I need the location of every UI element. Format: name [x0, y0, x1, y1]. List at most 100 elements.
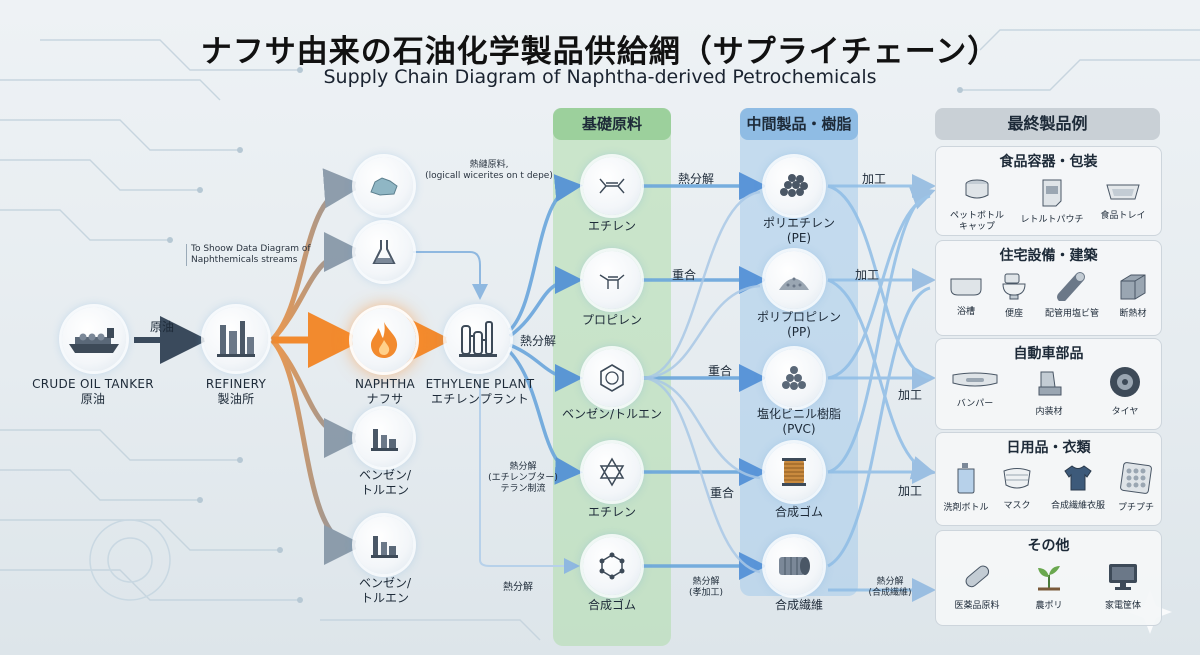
- rock-icon: [370, 177, 398, 196]
- final-item-label: マスク: [1003, 501, 1031, 511]
- raw-node-2: [583, 251, 641, 309]
- mid-label-4: 合成ゴム: [774, 505, 823, 519]
- ethylene-plant-label: ETHYLENE PLANT エチレンプラント: [415, 377, 545, 407]
- refinery-label-ja: 製油所: [217, 392, 255, 406]
- bathtub-icon: [950, 278, 982, 296]
- tray-icon: [1106, 184, 1140, 200]
- final-card-other: その他 医薬品原料 農ポリ 家電筐体: [935, 530, 1162, 626]
- rubber-spool-icon: [782, 458, 806, 486]
- bumper-icon: [952, 372, 998, 387]
- bottle-cap-icon: [965, 179, 989, 199]
- final-card-daily: 日用品・衣類 洗剤ボトル マスク 合成繊維衣服 プチプチ: [935, 432, 1162, 526]
- crack-mid-label: 熱分解 (孝加工): [688, 577, 724, 598]
- final-item: ペットボトル キャップ: [946, 177, 1008, 233]
- refinery-label: REFINERY 製油所: [176, 377, 296, 407]
- mid-node-3: [765, 349, 823, 407]
- tanker-label-ja: 原油: [80, 392, 106, 406]
- final-item: 農ポリ: [1018, 559, 1080, 612]
- raw-label-3: ベンゼン/トルエン: [561, 407, 663, 421]
- final-item-label: 浴槽: [956, 307, 975, 317]
- pipe-icon: [1057, 272, 1085, 302]
- benzene-ring-icon: [600, 364, 624, 392]
- final-card-housing: 住宅設備・建築 浴槽 便座 配管用塩ビ管 断熱材: [935, 240, 1162, 336]
- tanker-node: [62, 307, 126, 371]
- tanker-label: CRUDE OIL TANKER 原油: [18, 377, 168, 407]
- proc2-label: 加工: [855, 268, 880, 282]
- flask-icon: [372, 240, 396, 264]
- final-item-label: 配管用塩ビ管: [1044, 309, 1099, 319]
- insulation-icon: [1120, 274, 1146, 300]
- final-item-label: 洗剤ボトル: [943, 503, 989, 513]
- capsule-icon: [965, 565, 990, 588]
- proc1-label: 加工: [862, 172, 887, 186]
- final-item-label: 便座: [1004, 309, 1023, 319]
- page-title: ナフサ由来の石油化学製品供給網（サプライチェーン）: [200, 34, 1000, 70]
- final-item-label: タイヤ: [1111, 407, 1139, 417]
- raw-label-1: エチレン: [587, 219, 636, 233]
- proc5-label: 熱分解 (合成繊維): [868, 577, 912, 598]
- refinery-label-en: REFINERY: [205, 377, 267, 391]
- raw-materials-header: 基礎原料: [553, 108, 671, 140]
- final-item: タイヤ: [1094, 365, 1156, 418]
- tire-icon: [1110, 367, 1140, 397]
- mid-label-3: 塩化ビニル樹脂 (PVC): [756, 407, 841, 436]
- final-item-label: レトルトパウチ: [1020, 215, 1084, 225]
- final-item-label: 断熱材: [1119, 309, 1147, 319]
- ethylene-formula-icon: [599, 178, 625, 194]
- factory-icon: [371, 429, 398, 451]
- final-item: 配管用塩ビ管: [1036, 271, 1108, 320]
- branch-benzene-node-1: [355, 409, 413, 467]
- naphtha-label-en: NAPHTHA: [354, 377, 416, 391]
- final-item: 浴槽: [940, 271, 992, 318]
- final-products-header: 最終製品例: [935, 108, 1160, 140]
- tanker-icon: [69, 328, 119, 353]
- flame-icon: [371, 322, 398, 358]
- molecule-icon: [599, 552, 625, 580]
- powder-icon: [779, 277, 809, 290]
- final-card-title: 食品容器・包装: [999, 154, 1098, 170]
- proc3-label: 加工: [898, 388, 923, 402]
- page-subtitle: Supply Chain Diagram of Naphtha-derived …: [323, 66, 877, 88]
- raw-node-5: [583, 537, 641, 595]
- final-item: 医薬品原料: [944, 559, 1010, 612]
- final-card-food: 食品容器・包装 ペットボトル キャップ レトルトパウチ 食品トレイ: [935, 146, 1162, 236]
- ethylene-plant-node: [446, 307, 510, 371]
- tanker-label-en: CRUDE OIL TANKER: [32, 377, 154, 391]
- monitor-icon: [1109, 564, 1137, 590]
- poly2-label: 重合: [708, 364, 733, 378]
- car-seat-icon: [1038, 371, 1062, 396]
- refinery-node: [204, 307, 268, 371]
- final-item: 内装材: [1018, 369, 1080, 418]
- sprout-icon: [1038, 566, 1060, 591]
- final-item-label: ペットボトル キャップ: [949, 211, 1004, 232]
- final-item: マスク: [994, 463, 1040, 512]
- granules-icon: [782, 366, 806, 390]
- plant-crack-label: 熱分解: [520, 334, 557, 348]
- propylene-formula-icon: [599, 274, 625, 289]
- branch-benzene-node-2: [355, 516, 413, 574]
- side-note-label: 熱分解 (エチレンブター) テラン制流: [488, 462, 558, 494]
- final-item: 合成繊維衣服: [1042, 463, 1114, 512]
- mid-node-5: [765, 537, 823, 595]
- proc4-label: 加工: [898, 484, 923, 498]
- final-item: 便座: [992, 271, 1036, 320]
- final-item: 断熱材: [1108, 271, 1158, 320]
- naphtha-label-ja: ナフサ: [366, 392, 404, 406]
- poly3-label: 重合: [710, 486, 735, 500]
- final-item: 家電筐体: [1090, 559, 1156, 612]
- top-note: 熱縺原料, (logicall wicerites on t depe): [425, 160, 553, 181]
- plant-icon: [459, 321, 497, 357]
- refinery-icon: [217, 321, 255, 357]
- shirt-icon: [1064, 465, 1092, 491]
- final-card-title: 住宅設備・建築: [999, 248, 1098, 264]
- raw-node-4: [583, 443, 641, 501]
- final-item-label: 合成繊維衣服: [1050, 501, 1105, 511]
- mask-icon: [1003, 468, 1031, 489]
- final-card-title: その他: [1027, 538, 1070, 554]
- branch-benzene-label-2: ベンゼン/ トルエン: [358, 576, 412, 605]
- final-item: 食品トレイ: [1092, 177, 1154, 222]
- diagram-note: To Shoow Data Diagram of Naphthemicals s…: [186, 244, 341, 266]
- final-item-label: バンパー: [956, 399, 994, 409]
